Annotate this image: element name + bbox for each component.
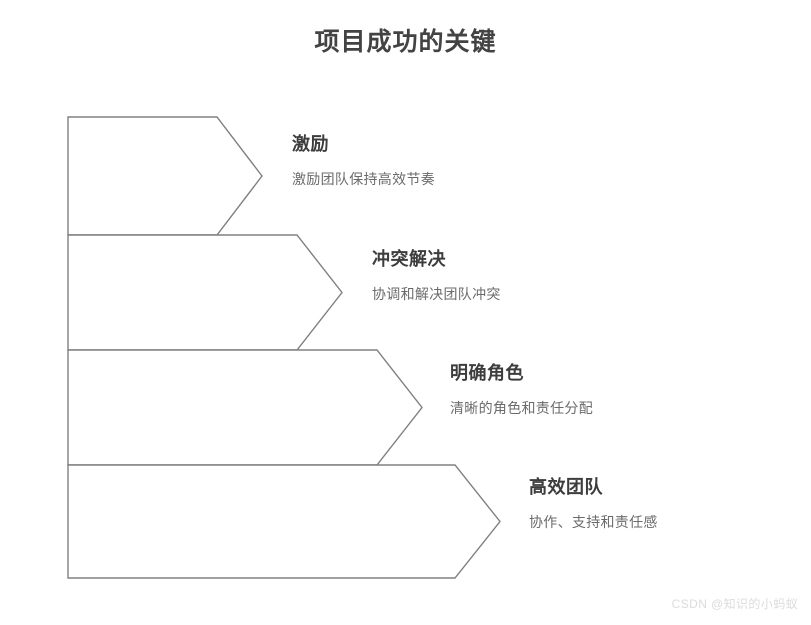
arrow-description-2: 协调和解决团队冲突: [372, 285, 501, 302]
arrow-label-1: 激励 激励团队保持高效节奏: [292, 134, 435, 188]
arrow-heading-2: 冲突解决: [372, 249, 446, 269]
arrow-label-4: 高效团队 协作、支持和责任感: [529, 477, 658, 531]
arrow-heading-4: 高效团队: [529, 477, 603, 497]
chevron-arrow-3[interactable]: [67, 349, 423, 466]
arrow-label-3: 明确角色 清晰的角色和责任分配: [450, 363, 593, 417]
chevron-arrow-1[interactable]: [67, 116, 263, 236]
arrow-label-2: 冲突解决 协调和解决团队冲突: [372, 249, 501, 303]
arrow-description-3: 清晰的角色和责任分配: [450, 399, 593, 416]
chevron-arrow-2[interactable]: [67, 234, 343, 351]
page-title: 项目成功的关键: [314, 28, 497, 56]
arrow-description-4: 协作、支持和责任感: [529, 513, 658, 530]
watermark: CSDN @知识的小蚂蚁: [671, 597, 798, 611]
arrow-heading-3: 明确角色: [450, 363, 524, 383]
arrow-description-1: 激励团队保持高效节奏: [292, 170, 435, 187]
arrow-heading-1: 激励: [292, 134, 329, 154]
chevron-arrow-4[interactable]: [67, 464, 501, 579]
